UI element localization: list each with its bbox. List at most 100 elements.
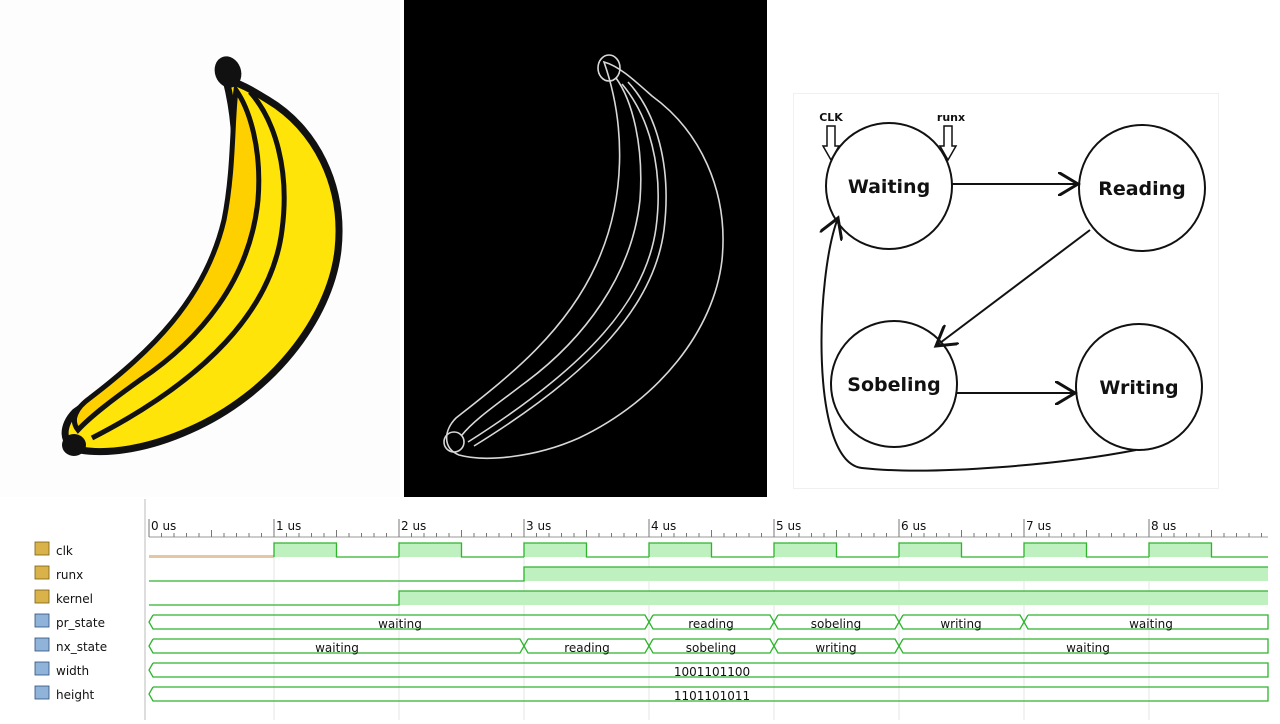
signal-row-width[interactable]: width — [34, 661, 89, 678]
bit-signal-icon — [34, 589, 50, 604]
clk-high-pulse — [649, 543, 712, 557]
time-label-2: 2 us — [401, 519, 426, 533]
state-machine-diagram: Waiting Reading Sobeling Writing CLK run… — [793, 93, 1219, 489]
runx-high-region — [524, 567, 1268, 581]
state-reading: Reading — [1078, 124, 1206, 252]
signal-row-height[interactable]: height — [34, 685, 95, 702]
bit-signal-icon — [34, 541, 50, 556]
input-runx-label: runx — [937, 111, 965, 124]
bus-signal-icon — [34, 661, 50, 676]
edge-ridge-contour-2 — [467, 83, 659, 443]
transition-reading-sobeling — [936, 229, 1091, 346]
pr-state-segment — [898, 614, 1025, 630]
waveform-viewer: 0 us 1 us 2 us 3 us 4 us 5 us 6 us 7 us … — [0, 497, 1280, 720]
signal-row-pr-state[interactable]: pr_state — [34, 613, 105, 630]
signal-name-pr-state: pr_state — [56, 616, 105, 630]
clk-high-pulse — [774, 543, 837, 557]
clk-trace — [398, 542, 524, 558]
banana-drawing — [61, 56, 343, 456]
pr-state-segment — [773, 614, 900, 630]
time-label-6: 6 us — [901, 519, 926, 533]
state-waiting: Waiting — [825, 122, 953, 250]
time-label-5: 5 us — [776, 519, 801, 533]
nx-state-segment — [898, 638, 1269, 654]
edge-bottom — [443, 431, 465, 453]
signal-name-kernel: kernel — [56, 592, 93, 606]
banana-inner-peel — [72, 83, 262, 434]
clk-trace — [648, 542, 774, 558]
signal-name-clk: clk — [56, 544, 73, 558]
edge-outer-contour — [445, 60, 724, 459]
signal-name-width: width — [56, 664, 89, 678]
nx-state-segment — [648, 638, 775, 654]
clk-high-pulse — [399, 543, 462, 557]
nx-state-value-1: waiting — [315, 641, 359, 655]
state-writing: Writing — [1075, 323, 1203, 451]
edge-detected-image — [404, 0, 767, 497]
input-clk-label: CLK — [819, 111, 843, 124]
time-label-7: 7 us — [1026, 519, 1051, 533]
clk-high-pulse — [274, 543, 337, 557]
time-ruler: 0 us 1 us 2 us 3 us 4 us 5 us 6 us 7 us … — [148, 519, 1268, 538]
banana-ridge — [90, 90, 287, 441]
edge-stem — [597, 54, 621, 82]
transition-writing-waiting — [822, 218, 1137, 472]
pr-state-segment — [148, 614, 650, 630]
clk-trace — [273, 542, 399, 558]
clk-high-pulse — [1149, 543, 1212, 557]
clk-undefined-segment — [149, 555, 274, 558]
fsm-canvas: Waiting Reading Sobeling Writing CLK run… — [819, 111, 1206, 472]
signal-row-nx-state[interactable]: nx_state — [34, 637, 107, 654]
pr-state-value-1: waiting — [378, 617, 422, 631]
nx-state-value-4: writing — [815, 641, 856, 655]
nx-state-value-5: waiting — [1066, 641, 1110, 655]
edge-ridge-contour — [473, 81, 667, 447]
kernel-high-region — [399, 591, 1268, 605]
input-clk: CLK — [819, 111, 843, 162]
signal-list: clk runx kernel pr_state nx_state width — [34, 541, 107, 702]
time-label-8: 8 us — [1151, 519, 1176, 533]
clk-trace — [898, 542, 1024, 558]
state-reading-label: Reading — [1098, 178, 1186, 200]
state-waiting-label: Waiting — [848, 176, 930, 198]
waveform-canvas: 0 us 1 us 2 us 3 us 4 us 5 us 6 us 7 us … — [34, 499, 1269, 720]
state-sobeling: Sobeling — [830, 320, 958, 448]
pr-state-segment — [648, 614, 775, 630]
time-label-0: 0 us — [151, 519, 176, 533]
banana-stem-tip — [214, 56, 242, 88]
signal-row-kernel[interactable]: kernel — [34, 589, 93, 606]
nx-state-segment — [523, 638, 650, 654]
height-value: 1101101011 — [674, 689, 750, 703]
signal-name-runx: runx — [56, 568, 83, 582]
pr-state-value-2: reading — [688, 617, 734, 631]
nx-state-segment — [148, 638, 525, 654]
time-label-1: 1 us — [276, 519, 301, 533]
banana-image — [0, 0, 400, 497]
bus-labels: waiting reading sobeling writing waiting… — [315, 617, 1173, 703]
signal-row-runx[interactable]: runx — [34, 565, 83, 582]
signal-name-height: height — [56, 688, 95, 702]
bus-signal-icon — [34, 637, 50, 652]
pr-state-value-5: waiting — [1129, 617, 1173, 631]
clk-high-pulse — [899, 543, 962, 557]
edge-inner-contour — [461, 77, 642, 436]
state-writing-label: Writing — [1099, 377, 1178, 399]
bus-signal-icon — [34, 685, 50, 700]
clk-trace — [1148, 542, 1268, 558]
width-segment — [148, 662, 1269, 678]
clk-high-pulse — [524, 543, 587, 557]
state-sobeling-label: Sobeling — [847, 374, 940, 396]
width-value: 1001101100 — [674, 665, 750, 679]
height-segment — [148, 686, 1269, 702]
runx-trace — [149, 566, 1268, 582]
signal-row-clk[interactable]: clk — [34, 541, 73, 558]
bus-signal-icon — [34, 613, 50, 628]
nx-state-segment — [773, 638, 900, 654]
clk-trace — [1023, 542, 1149, 558]
clk-high-pulse — [1024, 543, 1087, 557]
clk-trace — [773, 542, 899, 558]
clk-trace — [523, 542, 649, 558]
pr-state-segment — [1023, 614, 1269, 630]
pr-state-value-4: writing — [940, 617, 981, 631]
nx-state-value-3: sobeling — [686, 641, 736, 655]
